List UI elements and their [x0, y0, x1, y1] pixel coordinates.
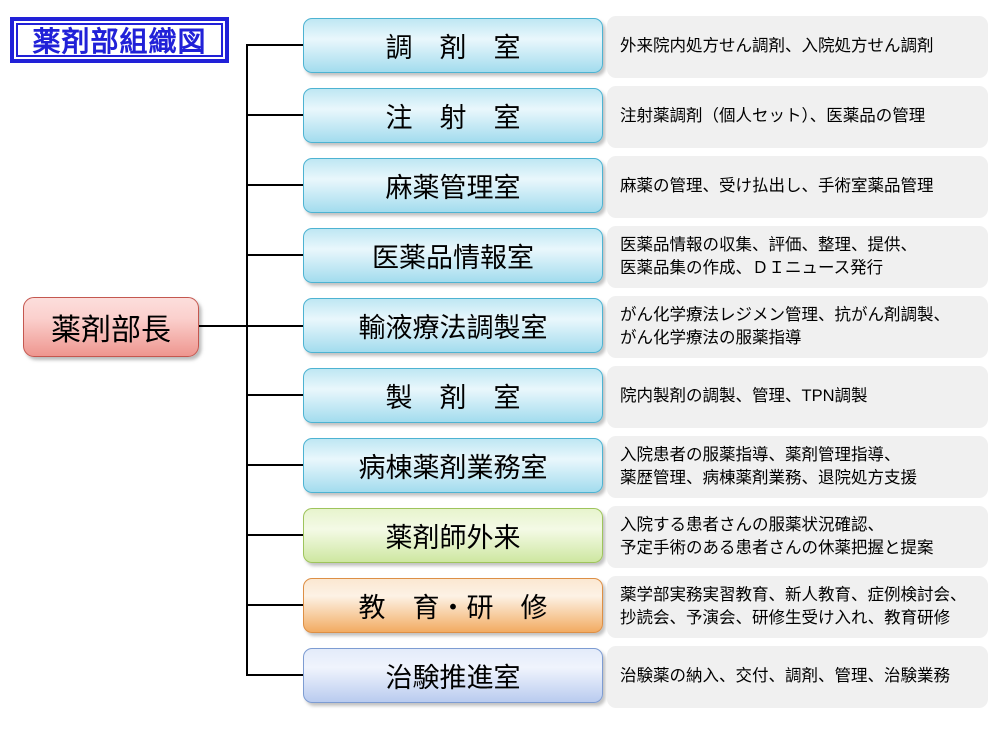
org-unit-box-education-training: 教 育・研 修	[303, 578, 603, 633]
connector-branch-line	[246, 534, 303, 536]
chart-title: 薬剤部組織図	[32, 26, 207, 57]
leader-box: 薬剤部長	[23, 297, 199, 357]
org-unit-label: 調 剤 室	[385, 33, 521, 63]
org-unit-desc-panel: 入院する患者さんの服薬状況確認、 予定手術のある患者さんの休薬把握と提案	[607, 506, 988, 568]
org-unit-desc: 院内製剤の調製、管理、TPN調製	[620, 387, 868, 406]
chart-title-box: 薬剤部組織図	[10, 17, 229, 63]
org-unit-desc: がん化学療法レジメン管理、抗がん剤調製、 がん化学療法の服薬指導	[620, 305, 950, 347]
org-unit-desc: 入院患者の服薬指導、薬剤管理指導、 薬歴管理、病棟薬剤業務、退院処方支援	[620, 445, 917, 487]
org-unit-box-narcotics: 麻薬管理室	[303, 158, 603, 213]
org-unit-desc: 治験薬の納入、交付、調剤、管理、治験業務	[620, 667, 950, 686]
connector-branch-line	[246, 464, 303, 466]
connector-branch-line	[246, 604, 303, 606]
org-unit-box-drug-information: 医薬品情報室	[303, 228, 603, 283]
connector-trunk-line	[246, 44, 248, 676]
org-unit-box-dispensing: 調 剤 室	[303, 18, 603, 73]
org-unit-desc-panel: 薬学部実務実習教育、新人教育、症例検討会、 抄読会、予演会、研修生受け入れ、教育…	[607, 576, 988, 638]
connector-leader-line	[199, 325, 247, 327]
org-unit-desc-panel: 入院患者の服薬指導、薬剤管理指導、 薬歴管理、病棟薬剤業務、退院処方支援	[607, 436, 988, 498]
org-unit-desc: 注射薬調剤（個人セット）、医薬品の管理	[620, 107, 926, 126]
org-unit-label: 治験推進室	[385, 663, 521, 693]
connector-branch-line	[246, 254, 303, 256]
org-unit-box-formulation: 製 剤 室	[303, 368, 603, 423]
org-unit-desc-panel: 医薬品情報の収集、評価、整理、提供、 医薬品集の作成、ＤＩニュース発行	[607, 226, 988, 288]
org-unit-box-clinical-trials: 治験推進室	[303, 648, 603, 703]
org-unit-label: 注 射 室	[385, 103, 521, 133]
org-unit-desc-panel: 注射薬調剤（個人セット）、医薬品の管理	[607, 86, 988, 148]
org-unit-box-injection: 注 射 室	[303, 88, 603, 143]
connector-branch-line	[246, 325, 303, 327]
org-unit-label: 麻薬管理室	[385, 173, 521, 203]
connector-branch-line	[246, 184, 303, 186]
connector-branch-line	[246, 44, 303, 46]
org-unit-box-pharmacist-outpatient: 薬剤師外来	[303, 508, 603, 563]
org-unit-label: 製 剤 室	[385, 383, 521, 413]
connector-branch-line	[246, 114, 303, 116]
chart-title-inner-border: 薬剤部組織図	[16, 23, 223, 57]
org-unit-desc: 医薬品情報の収集、評価、整理、提供、 医薬品集の作成、ＤＩニュース発行	[620, 235, 917, 277]
org-unit-label: 輸液療法調製室	[358, 313, 548, 343]
org-unit-label: 教 育・研 修	[358, 593, 548, 623]
org-unit-desc: 薬学部実務実習教育、新人教育、症例検討会、 抄読会、予演会、研修生受け入れ、教育…	[620, 585, 967, 627]
org-unit-box-ward-pharmacy: 病棟薬剤業務室	[303, 438, 603, 493]
connector-branch-line	[246, 674, 303, 676]
org-unit-box-infusion-therapy: 輸液療法調製室	[303, 298, 603, 353]
org-unit-label: 医薬品情報室	[372, 243, 534, 273]
leader-label: 薬剤部長	[51, 314, 171, 347]
org-unit-desc: 麻薬の管理、受け払出し、手術室薬品管理	[620, 177, 934, 196]
org-unit-desc: 入院する患者さんの服薬状況確認、 予定手術のある患者さんの休薬把握と提案	[620, 515, 934, 557]
org-unit-label: 薬剤師外来	[385, 523, 521, 553]
org-unit-label: 病棟薬剤業務室	[358, 453, 548, 483]
org-unit-desc-panel: 麻薬の管理、受け払出し、手術室薬品管理	[607, 156, 988, 218]
org-unit-desc: 外来院内処方せん調剤、入院処方せん調剤	[620, 37, 934, 56]
org-unit-desc-panel: がん化学療法レジメン管理、抗がん剤調製、 がん化学療法の服薬指導	[607, 296, 988, 358]
org-unit-desc-panel: 院内製剤の調製、管理、TPN調製	[607, 366, 988, 428]
connector-branch-line	[246, 394, 303, 396]
org-unit-desc-panel: 治験薬の納入、交付、調剤、管理、治験業務	[607, 646, 988, 708]
org-unit-desc-panel: 外来院内処方せん調剤、入院処方せん調剤	[607, 16, 988, 78]
